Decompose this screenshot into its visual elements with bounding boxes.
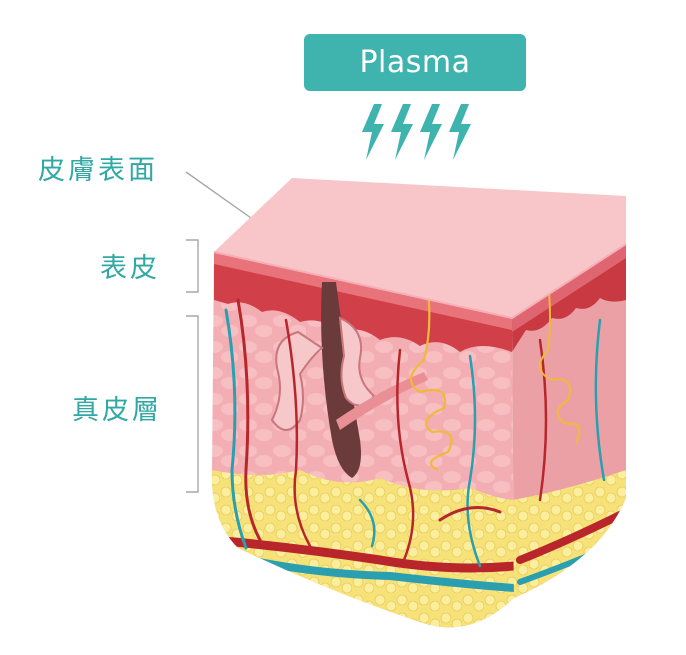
plasma-badge: Plasma xyxy=(304,34,526,91)
lightning-bolt-icon xyxy=(391,104,413,160)
lightning-bolts xyxy=(362,104,471,160)
lightning-bolt-icon xyxy=(449,104,471,160)
skin-top-face xyxy=(214,178,626,318)
lightning-bolt-icon xyxy=(420,104,442,160)
skin-surface-label: 皮膚表面 xyxy=(38,155,158,186)
lightning-bolt-icon xyxy=(362,104,384,160)
dermis-label: 真皮層 xyxy=(72,395,162,426)
epidermis-label: 表皮 xyxy=(100,253,160,284)
